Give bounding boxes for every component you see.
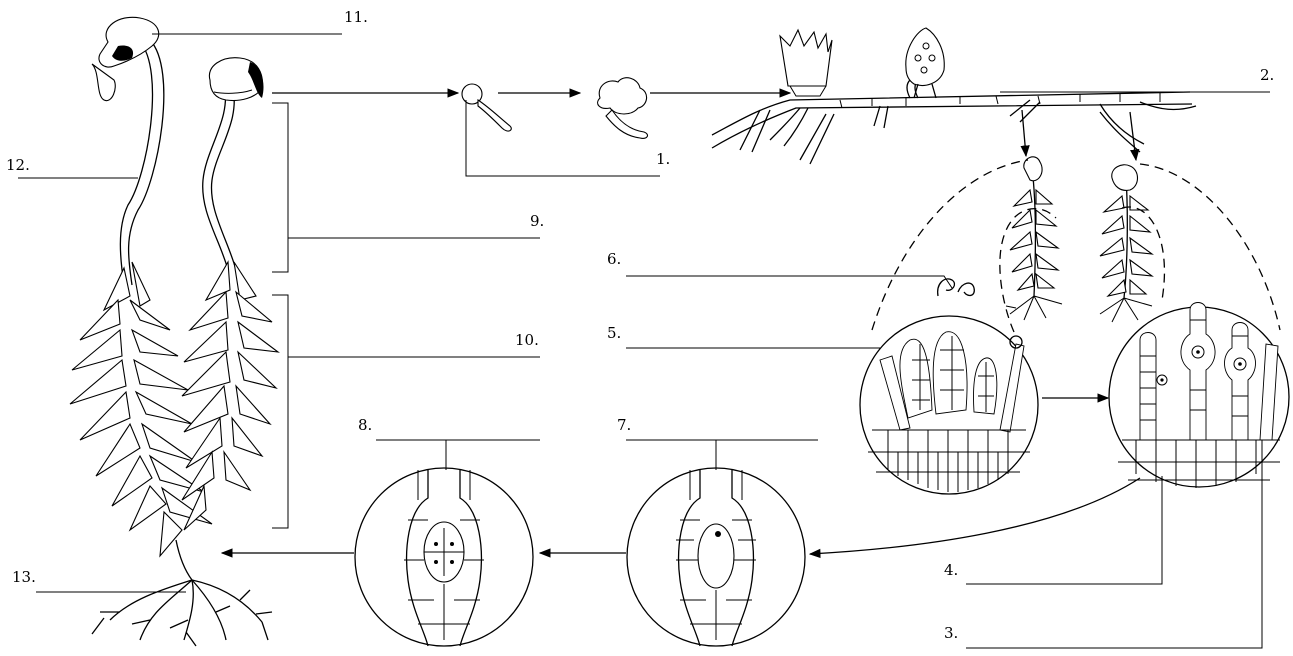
dashed-outline-antheridial — [872, 160, 1028, 330]
protonema — [712, 28, 1196, 164]
label-9: 9. — [530, 214, 544, 229]
cycle-arrows — [222, 93, 1140, 554]
label-8: 8. — [358, 418, 372, 433]
embryo-detail — [355, 468, 533, 646]
dashed-outline-archegonial — [1140, 164, 1280, 330]
label-3: 3. — [944, 626, 958, 641]
label-5: 5. — [607, 326, 621, 341]
label-1: 1. — [656, 152, 670, 167]
spore-germination-sequence — [462, 78, 647, 139]
label-6: 6. — [607, 252, 621, 267]
label-2: 2. — [1260, 68, 1274, 83]
label-10: 10. — [515, 333, 539, 348]
dashed-outline-antheridial-inner — [1000, 209, 1056, 332]
young-moss-shoots — [938, 157, 1152, 322]
label-12: 12. — [6, 158, 30, 173]
antheridia-detail — [860, 316, 1038, 494]
zygote-detail — [627, 468, 805, 646]
label-7: 7. — [617, 418, 631, 433]
label-11: 11. — [344, 10, 368, 25]
label-13: 13. — [12, 570, 36, 585]
label-4: 4. — [944, 563, 958, 578]
moss-gametophyte-with-sporophytes — [70, 17, 278, 646]
